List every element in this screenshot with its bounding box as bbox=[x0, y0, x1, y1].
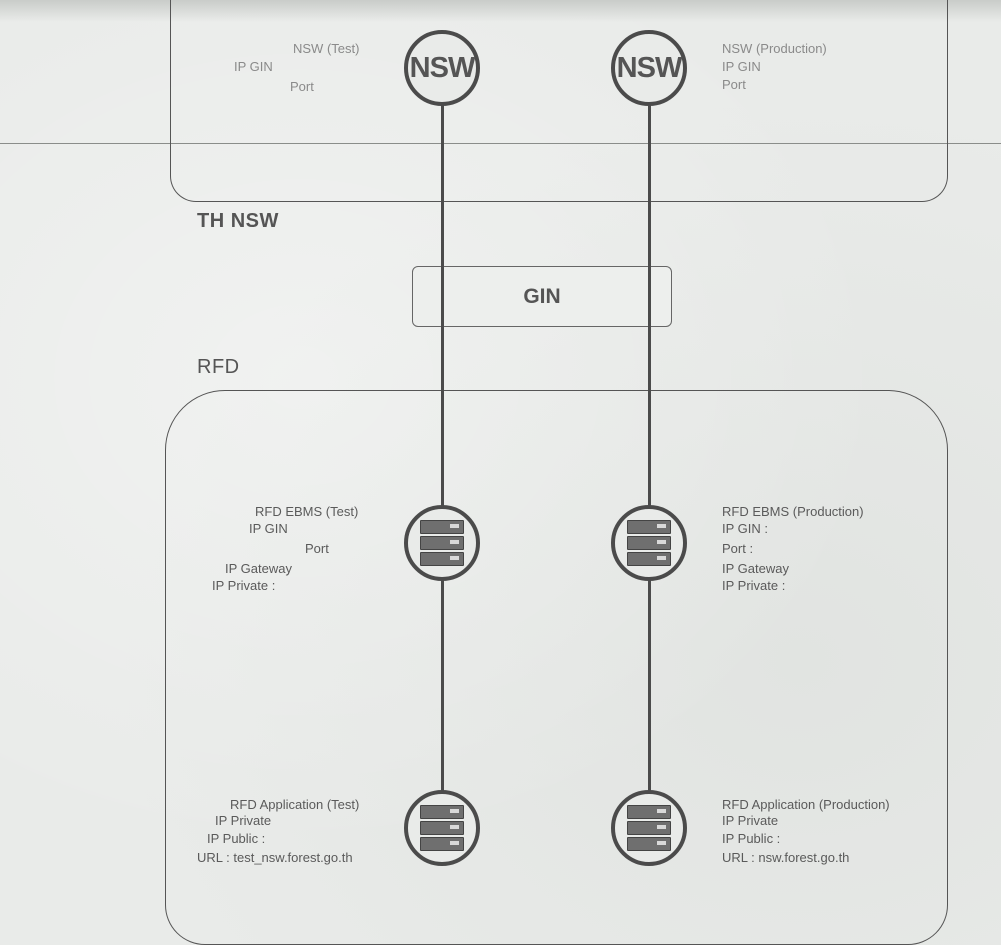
server-icon bbox=[627, 805, 671, 851]
nsw-test-port: Port bbox=[290, 79, 314, 94]
app-test-ip-private: IP Private bbox=[215, 813, 272, 828]
ebms-test-ip-gateway: IP Gateway bbox=[225, 561, 292, 576]
app-production-node bbox=[611, 790, 687, 866]
app-production-url: URL : nsw.forest.go.th bbox=[722, 850, 850, 865]
ebms-production-node bbox=[611, 505, 687, 581]
ebms-test-node bbox=[404, 505, 480, 581]
app-production-title: RFD Application (Production) bbox=[722, 797, 890, 812]
nsw-test-node-label: NSW bbox=[409, 51, 476, 84]
gin-network-box: GIN bbox=[412, 266, 672, 327]
nsw-production-node-label: NSW bbox=[616, 51, 683, 84]
nsw-production-port: Port bbox=[722, 77, 746, 92]
nsw-test-ip-gin: IP GIN bbox=[234, 59, 273, 74]
app-test-ip-public: IP Public : bbox=[207, 831, 266, 846]
nsw-test-node: NSW bbox=[404, 30, 480, 106]
server-icon bbox=[420, 805, 464, 851]
nsw-production-node: NSW bbox=[611, 30, 687, 106]
app-test-title: RFD Application (Test) bbox=[230, 797, 360, 812]
ebms-production-ip-private: IP Private : bbox=[722, 578, 786, 593]
app-test-url: URL : test_nsw.forest.go.th bbox=[197, 850, 353, 865]
th-nsw-zone-box bbox=[170, 0, 948, 202]
ebms-test-ip-gin: IP GIN bbox=[249, 521, 288, 536]
app-test-node bbox=[404, 790, 480, 866]
rfd-zone-label: RFD bbox=[197, 356, 240, 378]
app-production-ip-public: IP Public : bbox=[722, 831, 781, 846]
nsw-test-title: NSW (Test) bbox=[293, 41, 360, 56]
divider-line bbox=[0, 143, 1001, 144]
nsw-production-title: NSW (Production) bbox=[722, 41, 827, 56]
test-connection-line bbox=[441, 100, 444, 828]
gin-label: GIN bbox=[523, 284, 561, 308]
ebms-test-title: RFD EBMS (Test) bbox=[255, 504, 359, 519]
server-icon bbox=[627, 520, 671, 566]
ebms-production-port: Port : bbox=[722, 541, 754, 556]
app-production-ip-private: IP Private bbox=[722, 813, 779, 828]
ebms-production-ip-gateway: IP Gateway bbox=[722, 561, 789, 576]
ebms-test-ip-private: IP Private : bbox=[212, 578, 276, 593]
nsw-production-ip-gin: IP GIN bbox=[722, 59, 761, 74]
scan-shadow bbox=[0, 0, 1001, 22]
th-nsw-zone-label: TH NSW bbox=[197, 210, 279, 232]
server-icon bbox=[420, 520, 464, 566]
ebms-test-port: Port bbox=[305, 541, 329, 556]
production-connection-line bbox=[648, 100, 651, 828]
ebms-production-ip-gin: IP GIN : bbox=[722, 521, 768, 536]
ebms-production-title: RFD EBMS (Production) bbox=[722, 504, 864, 519]
